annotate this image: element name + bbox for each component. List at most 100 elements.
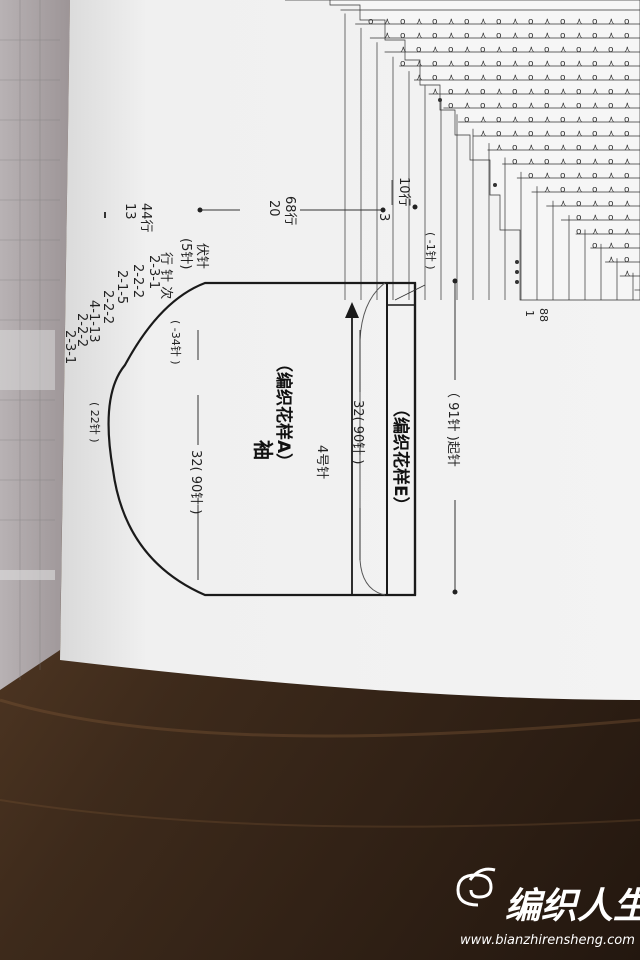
stitch-symbol: ⋏ [560, 143, 567, 153]
stitch-symbol: o [560, 185, 566, 195]
stitch-symbol: ⋏ [464, 87, 471, 97]
stitch-symbol: ⋏ [400, 45, 407, 55]
cap-decrease-label: ( -34针 ) [169, 320, 183, 365]
stitch-symbol: ⋏ [544, 115, 551, 125]
stitch-symbol: ⋏ [608, 171, 615, 181]
stitch-symbol: ⋏ [592, 45, 599, 55]
cast-on-label: （ 91针 )起针 [445, 385, 460, 467]
stitch-symbol: o [432, 17, 438, 27]
stitch-symbol: o [576, 143, 582, 153]
stitch-symbol: o [608, 101, 614, 111]
width-upper-label: 32( 90针 ) [188, 450, 203, 515]
stitch-symbol: o [560, 129, 566, 139]
stitch-symbol: o [560, 59, 566, 69]
stitch-symbol: o [592, 73, 598, 83]
stitch-symbol: o [576, 199, 582, 209]
stitch-symbol: ⋏ [592, 213, 599, 223]
stitch-symbol: ⋏ [608, 129, 615, 139]
stitch-symbol: ⋏ [480, 31, 487, 41]
stitch-symbol: o [624, 73, 630, 83]
stitch-symbol: o [560, 171, 566, 181]
stitch-symbol: ⋏ [544, 129, 551, 139]
stitch-symbol: o [528, 59, 534, 69]
pattern-a-label: （编织花样A） [273, 355, 294, 470]
dimension-dots [197, 204, 458, 595]
stitch-symbol: ⋏ [512, 115, 519, 125]
stitch-symbol: ⋏ [608, 17, 615, 27]
stitch-symbol: ⋏ [576, 185, 583, 195]
stitch-symbol: o [624, 31, 630, 41]
stitch-symbol: o [592, 31, 598, 41]
stitch-symbol: o [592, 115, 598, 125]
stitch-symbol: ⋏ [592, 143, 599, 153]
stitch-symbol: ⋏ [544, 31, 551, 41]
stitch-symbol: o [512, 87, 518, 97]
stitch-symbol: ⋏ [608, 255, 615, 265]
stitch-symbol: o [432, 31, 438, 41]
stitch-symbol: ⋏ [624, 101, 631, 111]
stitch-symbol: o [496, 59, 502, 69]
stitch-symbol: ⋏ [480, 73, 487, 83]
stitch-symbol: ⋏ [624, 157, 631, 167]
stitch-symbol: o [400, 59, 406, 69]
stitch-symbol: o [608, 45, 614, 55]
chart-row-label: 1 [523, 310, 536, 317]
stitch-symbol: o [464, 17, 470, 27]
stitch-symbol: ⋏ [512, 31, 519, 41]
stitch-symbol: ⋏ [464, 45, 471, 55]
stitch-symbol: o [448, 87, 454, 97]
dim-68-label: 68行 [282, 196, 297, 226]
stitch-symbol: o [592, 17, 598, 27]
stitch-symbol: ⋏ [544, 185, 551, 195]
stitch-symbol: ⋏ [480, 17, 487, 27]
bind-off-label: 伏针 [194, 243, 209, 269]
stitch-symbol: o [560, 17, 566, 27]
stitch-symbol: ⋏ [608, 115, 615, 125]
stitch-symbol: o [624, 59, 630, 69]
stitch-symbol: ⋏ [416, 31, 423, 41]
stitch-symbol: ⋏ [448, 17, 455, 27]
watermark: 编织人生 www.bianzhirensheng.com [456, 867, 640, 948]
stitch-symbol: o [576, 213, 582, 223]
stitch-symbol: ⋏ [576, 115, 583, 125]
stitch-symbol: ⋏ [608, 73, 615, 83]
stitch-symbol: ⋏ [576, 129, 583, 139]
stitch-symbol: o [544, 87, 550, 97]
watermark-brand: 编织人生 [505, 886, 640, 927]
shaping-row: 2-2-2 [130, 264, 145, 298]
stitch-symbol: o [624, 241, 630, 251]
stitch-symbol: o [592, 241, 598, 251]
stitch-symbol: o [576, 45, 582, 55]
stitch-symbol: o [560, 73, 566, 83]
stitch-symbol: ⋏ [528, 45, 535, 55]
stitch-symbol: o [608, 227, 614, 237]
stitch-symbol: ⋏ [448, 31, 455, 41]
stitch-symbol: o [576, 157, 582, 167]
stitch-symbol: o [576, 87, 582, 97]
stitch-symbol: o [512, 45, 518, 55]
shaping-rows: 2-3-1 2-2-2 2-1-5 2-2-2 4-1-13 2-2-2 2-3… [62, 255, 161, 364]
stitch-chart [285, 0, 640, 301]
stitch-symbol: o [464, 59, 470, 69]
stitch-symbol: o [544, 45, 550, 55]
stitch-symbol: ⋏ [512, 17, 519, 27]
stitch-symbol: o [624, 115, 630, 125]
stitch-symbol: ⋏ [624, 199, 631, 209]
stitch-symbol: o [464, 115, 470, 125]
stitch-symbol: ⋏ [512, 73, 519, 83]
stitch-symbol: o [560, 115, 566, 125]
stitch-symbol: o [368, 17, 374, 27]
stitch-symbol: ⋏ [416, 73, 423, 83]
stitch-symbol: ⋏ [560, 101, 567, 111]
shaping-row: 2-3-1 [146, 255, 161, 289]
stitch-symbol: o [560, 31, 566, 41]
stitch-symbol: o [496, 115, 502, 125]
stitch-symbol: o [576, 101, 582, 111]
stitch-symbol: ⋏ [384, 17, 391, 27]
stitch-symbol: ⋏ [608, 59, 615, 69]
stitch-symbol: o [608, 157, 614, 167]
stitch-symbol: ⋏ [528, 143, 535, 153]
stitch-symbol: ⋏ [560, 87, 567, 97]
needle-size-label: 4号针 [314, 445, 329, 479]
